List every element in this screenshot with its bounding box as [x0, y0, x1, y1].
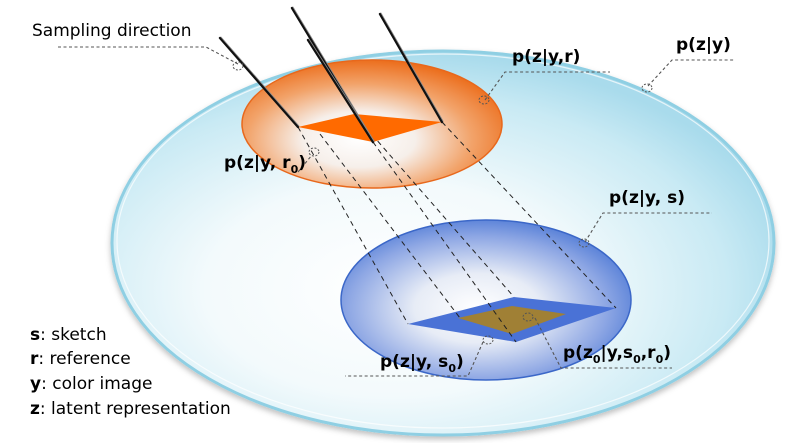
sampling-direction-label: Sampling direction [32, 21, 191, 41]
legend-key-s: s [30, 325, 40, 345]
marker-circles [232, 61, 653, 345]
reference-sample-label-sub: 0 [291, 163, 299, 176]
joint-label-b: |y,s [601, 343, 634, 363]
outer-distribution-label: p(z|y) [676, 35, 731, 55]
legend-item-color-image: y: color image [30, 374, 152, 394]
joint-label-a: p(z [563, 343, 593, 363]
joint-sample-patch [458, 306, 566, 334]
legend-text-r: : reference [38, 349, 130, 369]
joint-label-d: ) [663, 343, 671, 363]
joint-label-b-sub: 0 [633, 353, 641, 366]
reference-sample-label-tail: ) [298, 153, 306, 173]
leader-lines [58, 46, 735, 377]
sketch-sample-label-main: p(z|y, s [380, 352, 448, 372]
legend-key-z: z [30, 399, 40, 419]
sketch-sample-label-sub: 0 [448, 362, 456, 375]
sketch-sample-label-tail: ) [456, 352, 464, 372]
projection-lines [297, 113, 617, 343]
legend-item-reference: r: reference [30, 349, 131, 369]
legend-key-y: y [30, 374, 41, 394]
legend-item-sketch: s: sketch [30, 325, 107, 345]
variable-legend: s: sketch r: reference y: color image z:… [30, 325, 231, 419]
sketch-sample-label: p(z|y, s0) [380, 352, 464, 375]
reference-distribution-label: p(z|y,r) [512, 47, 580, 67]
legend-text-s: : sketch [40, 325, 106, 345]
legend-key-r: r [30, 349, 39, 369]
joint-label-a-sub: 0 [593, 353, 601, 366]
legend-item-latent: z: latent representation [30, 399, 231, 419]
reference-sample-patch [298, 114, 442, 142]
legend-text-y: : color image [41, 374, 152, 394]
reference-sample-label: p(z|y, r0) [224, 153, 306, 176]
joint-label-c-sub: 0 [656, 353, 664, 366]
sketch-distribution-disk [340, 219, 632, 381]
legend-text-z: : latent representation [40, 399, 231, 419]
sampling-rods [218, 6, 444, 144]
joint-label-c: ,r [641, 343, 656, 363]
joint-sample-label: p(z0|y,s0,r0) [563, 343, 671, 366]
outer-disk-rim-highlight [116, 53, 770, 429]
sketch-distribution-label: p(z|y, s) [609, 188, 685, 208]
reference-sample-label-main: p(z|y, r [224, 153, 291, 173]
